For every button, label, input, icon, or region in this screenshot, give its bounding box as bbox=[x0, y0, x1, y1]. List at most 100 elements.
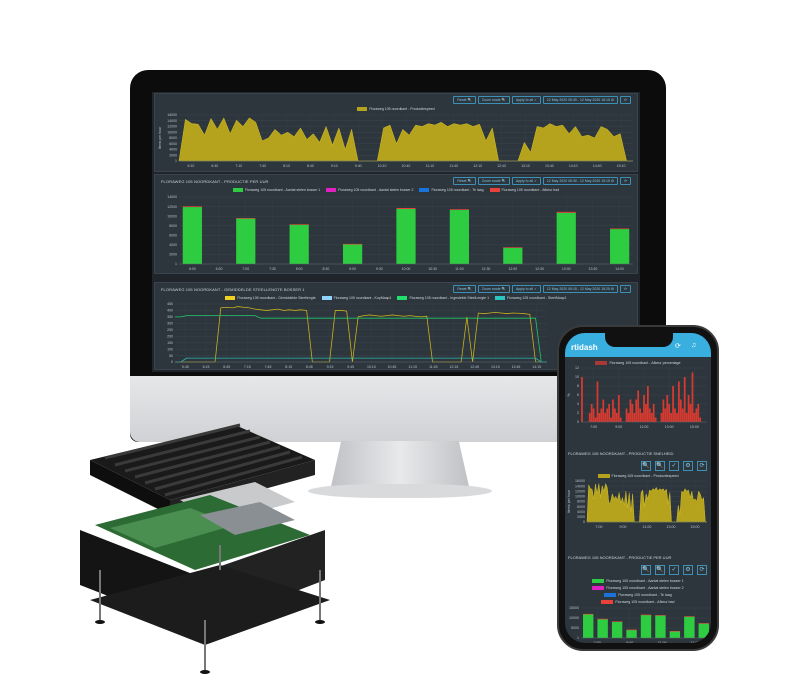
bar bbox=[619, 417, 622, 422]
reset-button[interactable]: Reset 🔍 bbox=[453, 177, 476, 185]
x-tick-label: 10:40 bbox=[402, 164, 411, 168]
y-tick-label: 10000 bbox=[167, 130, 177, 134]
legend-item[interactable]: Floraweg 105 noordkant - Aantal stelen b… bbox=[232, 188, 320, 193]
apply-to-all-button[interactable]: Apply to all ✓ bbox=[511, 96, 541, 104]
refresh-button[interactable]: ⟳ bbox=[620, 96, 631, 104]
date-range-picker[interactable]: 12 May 2020 05:15 - 12 May 2020 15:25 ⚙ bbox=[542, 285, 619, 293]
bell-icon[interactable]: ♫ bbox=[691, 342, 697, 349]
settings-button[interactable]: ⚙ bbox=[683, 461, 693, 471]
x-tick-label: 7:00 bbox=[242, 267, 249, 271]
bar bbox=[650, 413, 653, 422]
y-tick-label: 6000 bbox=[169, 233, 177, 237]
refresh-button[interactable]: ⟳ bbox=[697, 565, 707, 575]
bar bbox=[684, 616, 695, 617]
date-range-picker[interactable]: 12 May 2020 05:30 - 12 May 2020 15:15 ⚙ bbox=[542, 177, 619, 185]
x-tick-label: 8:45 bbox=[306, 365, 313, 369]
refresh-icon[interactable]: ⟳ bbox=[675, 343, 681, 350]
bar bbox=[583, 613, 594, 615]
y-tick-label: 300 bbox=[167, 322, 173, 326]
y-tick-label: 12000 bbox=[167, 205, 177, 209]
x-tick-label: 10:30 bbox=[428, 267, 437, 271]
legend-item[interactable]: Floraweg 105 noordkant - Afkeur bad bbox=[565, 600, 711, 605]
apply-to-all-button[interactable]: ✓ bbox=[669, 565, 679, 575]
panel-productie-snelheid: Reset 🔍 Zoom mode 🔍 Apply to all ✓ 12 Ma… bbox=[154, 93, 638, 172]
legend-item[interactable]: Floraweg 105 noordkant - Te laag bbox=[419, 188, 484, 193]
bar bbox=[643, 395, 645, 422]
apply-to-all-button[interactable]: Apply to all ✓ bbox=[511, 177, 541, 185]
legend-item[interactable]: Floraweg 105 noordkant - Aantal stelen b… bbox=[326, 188, 413, 193]
y-tick-label: 15000 bbox=[569, 606, 579, 610]
y-axis-label: Items per hour bbox=[567, 489, 571, 513]
refresh-button[interactable]: ⟳ bbox=[620, 285, 631, 293]
x-tick-label: 9:00 bbox=[626, 641, 633, 643]
settings-button[interactable]: ⚙ bbox=[683, 565, 693, 575]
x-tick-label: 9:30 bbox=[376, 267, 383, 271]
bar bbox=[640, 614, 652, 616]
y-axis-label: % bbox=[567, 393, 571, 397]
y-tick-label: 8000 bbox=[169, 136, 177, 140]
zoom-mode-button[interactable]: 🔍 bbox=[655, 565, 665, 575]
legend-item[interactable]: Floraweg 105 noordkant - Te laag bbox=[565, 593, 711, 598]
zoom-mode-button[interactable]: 🔍 bbox=[655, 461, 665, 471]
zoom-mode-button[interactable]: Zoom mode 🔍 bbox=[477, 285, 510, 293]
bar bbox=[629, 399, 632, 422]
legend-item[interactable]: Floraweg 105 noordkant - Aantal stelen b… bbox=[565, 586, 711, 591]
bar bbox=[685, 413, 688, 422]
bar bbox=[639, 408, 641, 422]
apply-to-all-button[interactable]: ✓ bbox=[669, 461, 679, 471]
bar bbox=[674, 408, 676, 422]
legend-item[interactable]: Floraweg 105 noordkant - SteelMaap1 bbox=[495, 296, 567, 301]
refresh-button[interactable]: ⟳ bbox=[620, 177, 631, 185]
x-tick-label: 11:15 bbox=[408, 365, 417, 369]
bar bbox=[635, 399, 638, 422]
x-tick-label: 12:00 bbox=[508, 267, 517, 271]
y-tick-label: 14000 bbox=[575, 484, 585, 488]
monitor-stand-base bbox=[308, 484, 492, 498]
bar bbox=[626, 629, 637, 631]
y-tick-label: 2000 bbox=[169, 153, 177, 157]
bar bbox=[597, 619, 608, 638]
date-range-picker[interactable]: 12 May 2020 05:30 - 12 May 2020 15:15 ⚙ bbox=[542, 96, 619, 104]
x-tick-label: 7:15 bbox=[244, 365, 251, 369]
legend-item[interactable]: Floraweg 105 noordkant - Afkeur bad bbox=[489, 188, 559, 193]
zoom-mode-button[interactable]: Zoom mode 🔍 bbox=[477, 96, 510, 104]
zoom-mode-button[interactable]: Zoom mode 🔍 bbox=[477, 177, 510, 185]
legend-item[interactable]: Floraweg 105 noordkant - KopMaap1 bbox=[321, 296, 391, 301]
bar bbox=[687, 395, 690, 422]
bar bbox=[597, 618, 608, 620]
bar bbox=[683, 377, 686, 422]
x-tick-label: 11:00 bbox=[640, 425, 649, 429]
x-tick-label: 6:40 bbox=[211, 164, 218, 168]
y-tick-label: 2000 bbox=[577, 515, 585, 519]
chart-legend: Floraweg 105 noordkant - Productiespeed bbox=[155, 107, 637, 112]
panel-toolbar: Reset 🔍 Zoom mode 🔍 Apply to all ✓ 12 Ma… bbox=[453, 96, 631, 104]
x-tick-label: 13:00 bbox=[665, 425, 674, 429]
bar bbox=[676, 413, 678, 422]
bar bbox=[592, 408, 595, 422]
bar bbox=[289, 224, 309, 264]
bottom-plate bbox=[90, 545, 330, 674]
zoom-in-button[interactable]: 🔍 bbox=[641, 461, 651, 471]
legend-item[interactable]: Floraweg 105 noordkant - Productiespeed bbox=[357, 107, 435, 112]
x-tick-label: 9:45 bbox=[347, 365, 354, 369]
legend-item[interactable]: Floraweg 105 noordkant - Ingestelde Stee… bbox=[397, 296, 489, 301]
bar bbox=[236, 218, 256, 264]
y-tick-label: 12000 bbox=[575, 489, 585, 493]
x-tick-label: 11:45 bbox=[429, 365, 438, 369]
apply-to-all-button[interactable]: Apply to all ✓ bbox=[511, 285, 541, 293]
bar bbox=[556, 212, 576, 264]
zoom-in-button[interactable]: 🔍 bbox=[641, 565, 651, 575]
legend-item[interactable]: Floraweg 105 noordkant - Gemiddelde Stee… bbox=[225, 296, 316, 301]
bar bbox=[396, 208, 416, 209]
y-tick-label: 250 bbox=[167, 328, 173, 332]
reset-button[interactable]: Reset 🔍 bbox=[453, 285, 476, 293]
refresh-button[interactable]: ⟳ bbox=[697, 461, 707, 471]
reset-button[interactable]: Reset 🔍 bbox=[453, 96, 476, 104]
bar bbox=[611, 621, 623, 622]
bar bbox=[604, 413, 607, 422]
bar bbox=[289, 224, 309, 225]
y-tick-label: 5000 bbox=[571, 626, 579, 630]
bar bbox=[503, 247, 523, 264]
legend-item[interactable]: Floraweg 105 noordkant - Aantal stelen b… bbox=[565, 579, 711, 584]
